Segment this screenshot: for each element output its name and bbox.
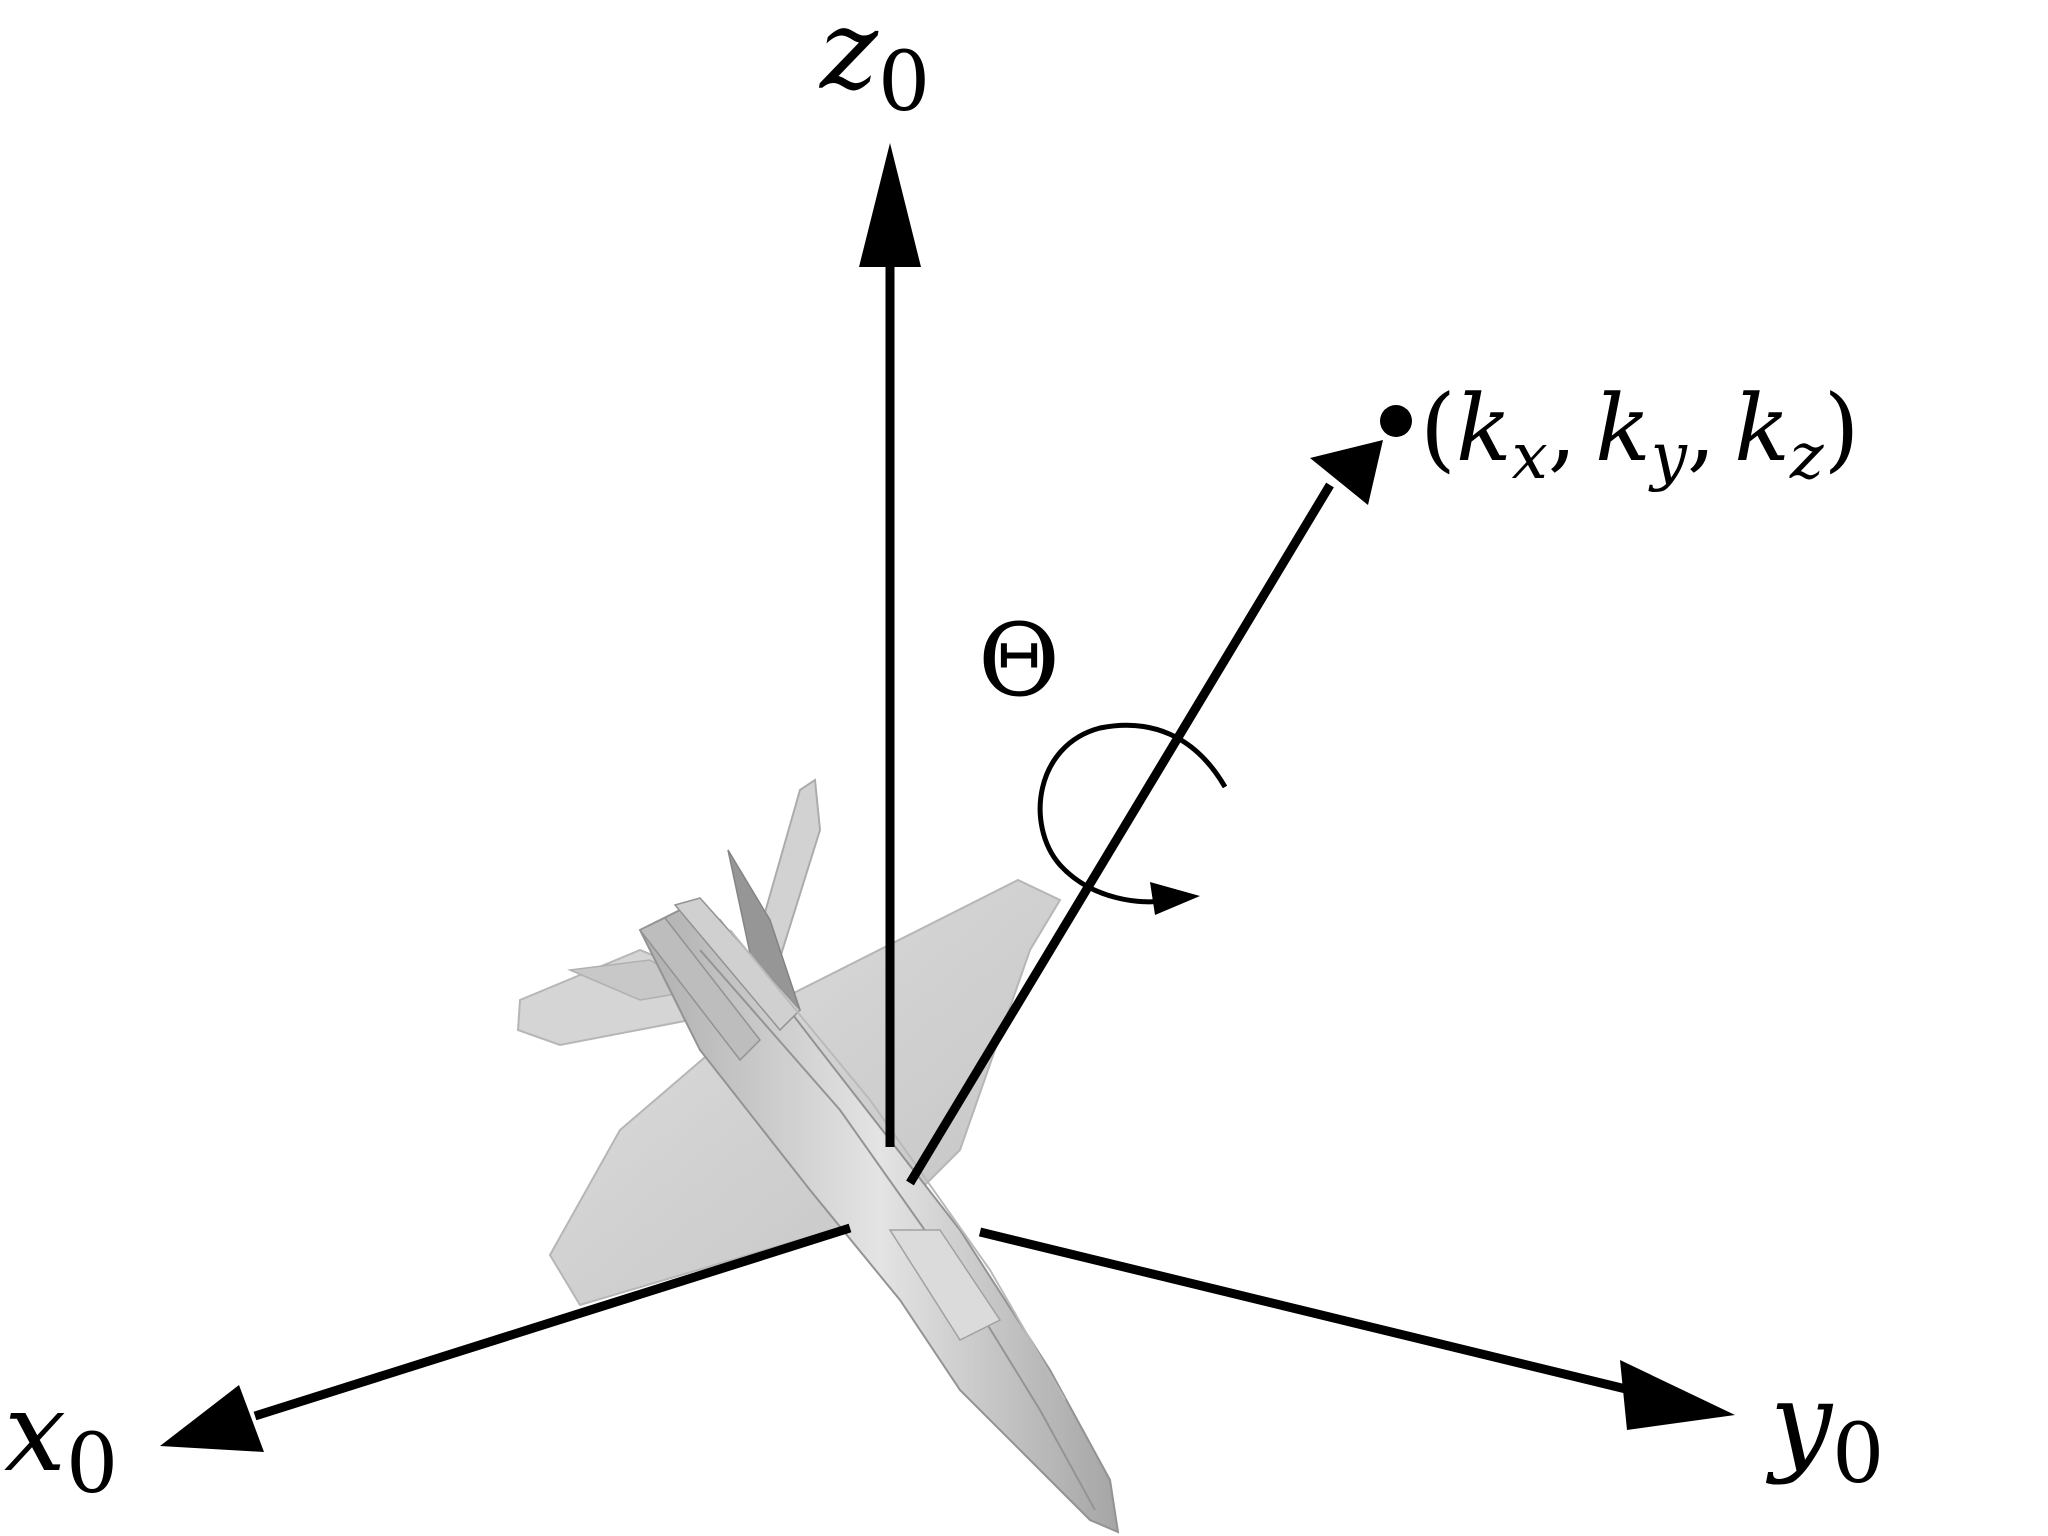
z-axis-label: z0 xyxy=(818,0,930,130)
aircraft-spine-line-2 xyxy=(729,929,1066,1401)
y-axis-label: y0 xyxy=(1765,1358,1884,1502)
k-vector-line xyxy=(906,482,1334,1186)
x-axis-label: x0 xyxy=(4,1368,118,1512)
aircraft-engine-right xyxy=(673,897,802,1032)
aircraft-canopy xyxy=(888,1229,1002,1341)
rotation-arrowhead xyxy=(1150,882,1200,915)
aircraft-engine-left xyxy=(638,917,761,1062)
k-vector-endpoint xyxy=(1380,405,1412,437)
rotation-arc xyxy=(1037,722,1228,905)
aircraft-model-icon xyxy=(516,778,1120,1534)
x-axis-line xyxy=(253,1223,852,1421)
k-vector-arrowhead xyxy=(1310,440,1383,505)
x-axis-arrowhead xyxy=(160,1385,264,1452)
k-point-label: (kx,ky,kz) xyxy=(1420,375,1860,494)
y-axis-line xyxy=(978,1227,1632,1395)
angle-theta-label: Θ xyxy=(978,602,1060,719)
rotation-arrow-icon xyxy=(1037,722,1228,915)
y-axis-arrowhead xyxy=(1620,1360,1735,1430)
z-axis-arrowhead xyxy=(859,143,921,267)
axes xyxy=(160,143,1735,1452)
